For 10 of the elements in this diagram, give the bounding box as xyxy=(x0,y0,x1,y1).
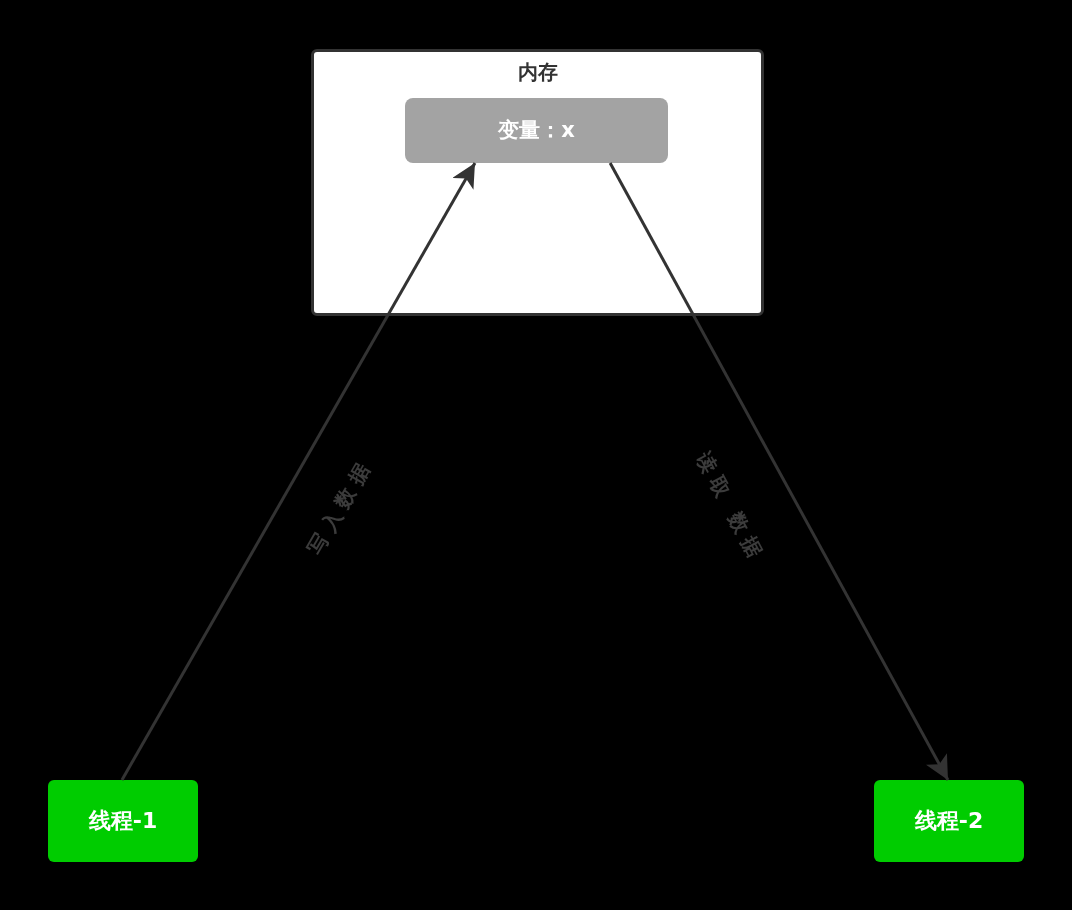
thread-box xyxy=(48,780,198,862)
memory-container xyxy=(311,49,764,316)
node-label: 线程-1 xyxy=(88,810,158,832)
variable-box xyxy=(405,98,668,163)
thread-box xyxy=(874,780,1024,862)
container-title: 内存 xyxy=(517,62,558,82)
node-label: 变量：x xyxy=(498,120,575,141)
node-label: 线程-2 xyxy=(914,810,984,832)
arrow xyxy=(608,162,950,781)
arrow xyxy=(120,162,477,781)
